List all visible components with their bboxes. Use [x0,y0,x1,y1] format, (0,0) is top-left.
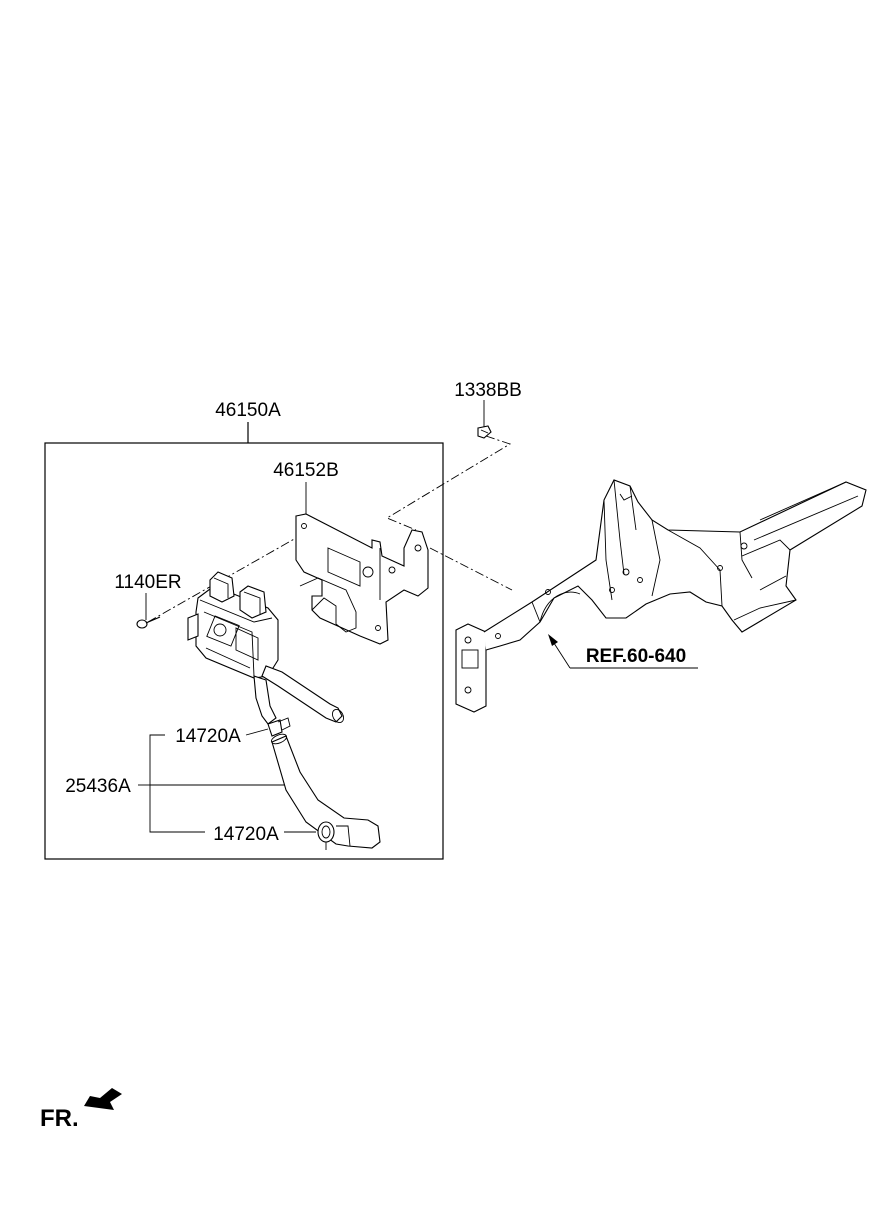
label-bracket: 46152B [273,460,339,481]
label-nut: 1338BB [454,380,522,401]
assembly-group-box [44,442,444,860]
label-hose: 25436A [65,776,131,797]
reference-leader [548,634,698,669]
front-direction-arrow-icon [84,1088,122,1110]
label-assembly: 46150A [215,400,281,421]
mounting-bracket-part [295,513,429,645]
label-reference: REF.60-640 [586,646,686,667]
label-clamp-upper: 14720A [175,726,241,747]
front-side-member-part [455,479,867,713]
label-clamp-lower: 14720A [213,824,279,845]
bolt-part [136,616,161,629]
hose-callout-bracket [138,728,316,833]
upper-clamp-part [267,717,291,737]
lower-clamp-part [317,821,335,850]
heater-unit-part [187,571,345,725]
label-front-marker: FR. [40,1105,79,1132]
coolant-hose-part [270,733,381,849]
nut-part [477,425,492,439]
label-bolt: 1140ER [114,572,181,593]
